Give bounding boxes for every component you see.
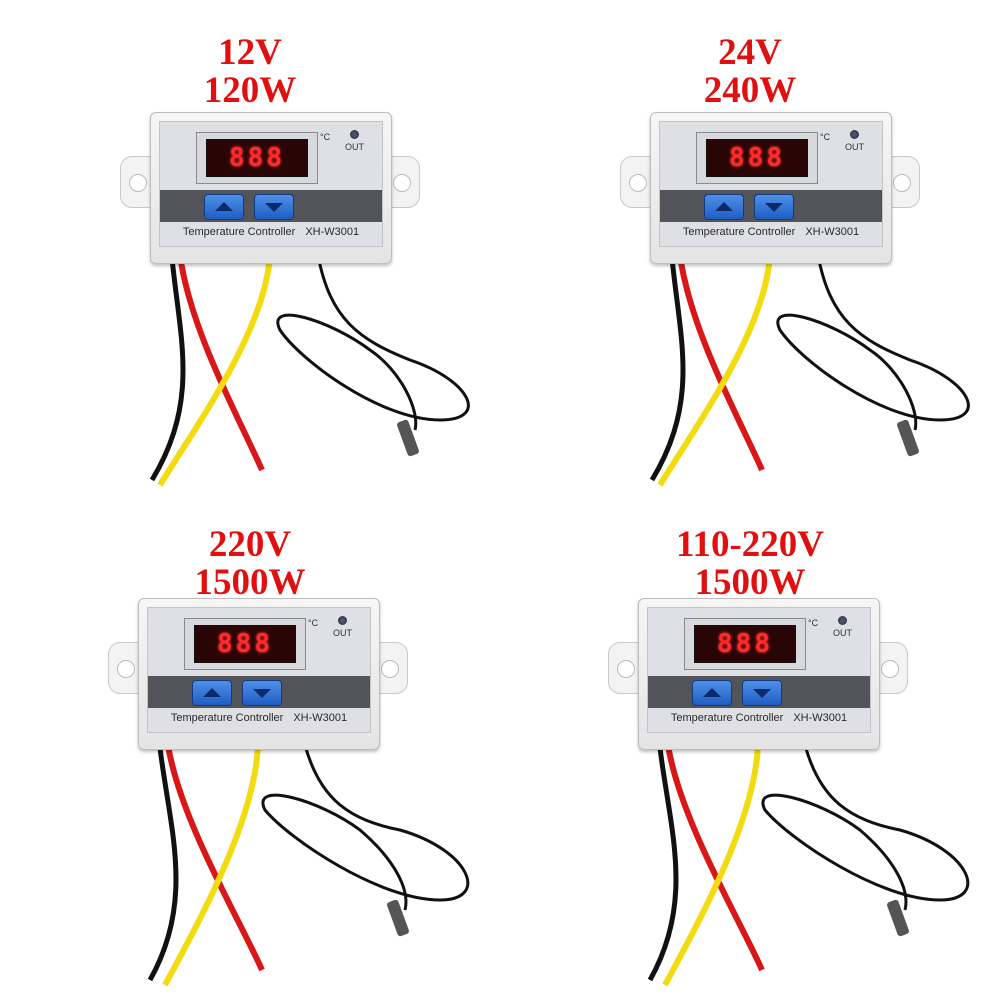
temperature-controller: 888 °C OUT Temperature Controller XH-W300…	[620, 112, 920, 264]
product-variant-12v: 12V 120W 888 °C OUT Tempe	[0, 0, 500, 500]
caption-text: Temperature Controller	[170, 712, 284, 724]
up-button	[704, 194, 744, 220]
model-text: XH-W3001	[793, 712, 848, 724]
led-display: 888	[206, 139, 308, 177]
unit-label: °C	[308, 618, 319, 628]
wires	[647, 744, 970, 987]
up-button	[692, 680, 732, 706]
unit-label: °C	[320, 132, 331, 142]
down-arrow-icon	[765, 203, 783, 212]
voltage-label: 24V	[718, 32, 782, 73]
led-display: 888	[694, 625, 796, 663]
unit-label: °C	[820, 132, 831, 142]
up-arrow-icon	[203, 688, 221, 697]
device-caption: Temperature Controller XH-W3001	[660, 226, 882, 238]
out-led-icon	[838, 616, 847, 625]
variant-label: 24V 240W	[500, 34, 1000, 110]
model-text: XH-W3001	[805, 226, 860, 238]
power-label: 1500W	[194, 562, 306, 603]
temperature-controller: 888 °C OUT Temperature Controller XH-W300…	[120, 112, 420, 264]
voltage-label: 12V	[218, 32, 282, 73]
product-variant-220v: 220V 1500W 888 °C OUT Tem	[0, 500, 500, 1000]
wires	[649, 254, 970, 487]
power-label: 120W	[203, 70, 297, 111]
out-led-icon	[338, 616, 347, 625]
power-label: 240W	[703, 70, 797, 111]
product-variant-24v: 24V 240W 888 °C OUT Tempe	[500, 0, 1000, 500]
up-arrow-icon	[215, 202, 233, 211]
voltage-label: 220V	[208, 524, 292, 565]
down-button	[242, 680, 282, 706]
down-button	[742, 680, 782, 706]
temperature-controller: 888 °C OUT Temperature Controller XH-W300…	[608, 598, 908, 750]
model-text: XH-W3001	[305, 226, 360, 238]
variant-label: 110-220V 1500W	[500, 526, 1000, 602]
voltage-label: 110-220V	[676, 524, 824, 565]
device-caption: Temperature Controller XH-W3001	[148, 712, 370, 724]
wires	[147, 744, 470, 987]
down-button	[754, 194, 794, 220]
out-label: OUT	[833, 628, 852, 638]
temperature-controller: 888 °C OUT Temperature Controller XH-W300…	[108, 598, 408, 750]
out-led-icon	[350, 130, 359, 139]
up-button	[204, 194, 244, 220]
caption-text: Temperature Controller	[182, 226, 296, 238]
caption-text: Temperature Controller	[670, 712, 784, 724]
device-caption: Temperature Controller XH-W3001	[648, 712, 870, 724]
out-label: OUT	[333, 628, 352, 638]
out-led-icon	[850, 130, 859, 139]
down-arrow-icon	[265, 203, 283, 212]
led-display: 888	[706, 139, 808, 177]
up-arrow-icon	[703, 688, 721, 697]
down-arrow-icon	[253, 689, 271, 698]
variant-label: 220V 1500W	[0, 526, 500, 602]
model-text: XH-W3001	[293, 712, 348, 724]
out-label: OUT	[845, 142, 864, 152]
up-button	[192, 680, 232, 706]
down-arrow-icon	[753, 689, 771, 698]
wires	[149, 254, 470, 487]
up-arrow-icon	[715, 202, 733, 211]
out-label: OUT	[345, 142, 364, 152]
caption-text: Temperature Controller	[682, 226, 796, 238]
power-label: 1500W	[694, 562, 806, 603]
device-caption: Temperature Controller XH-W3001	[160, 226, 382, 238]
down-button	[254, 194, 294, 220]
unit-label: °C	[808, 618, 819, 628]
product-variant-110-220v: 110-220V 1500W 888 °C OUT	[500, 500, 1000, 1000]
variant-label: 12V 120W	[0, 34, 500, 110]
led-display: 888	[194, 625, 296, 663]
